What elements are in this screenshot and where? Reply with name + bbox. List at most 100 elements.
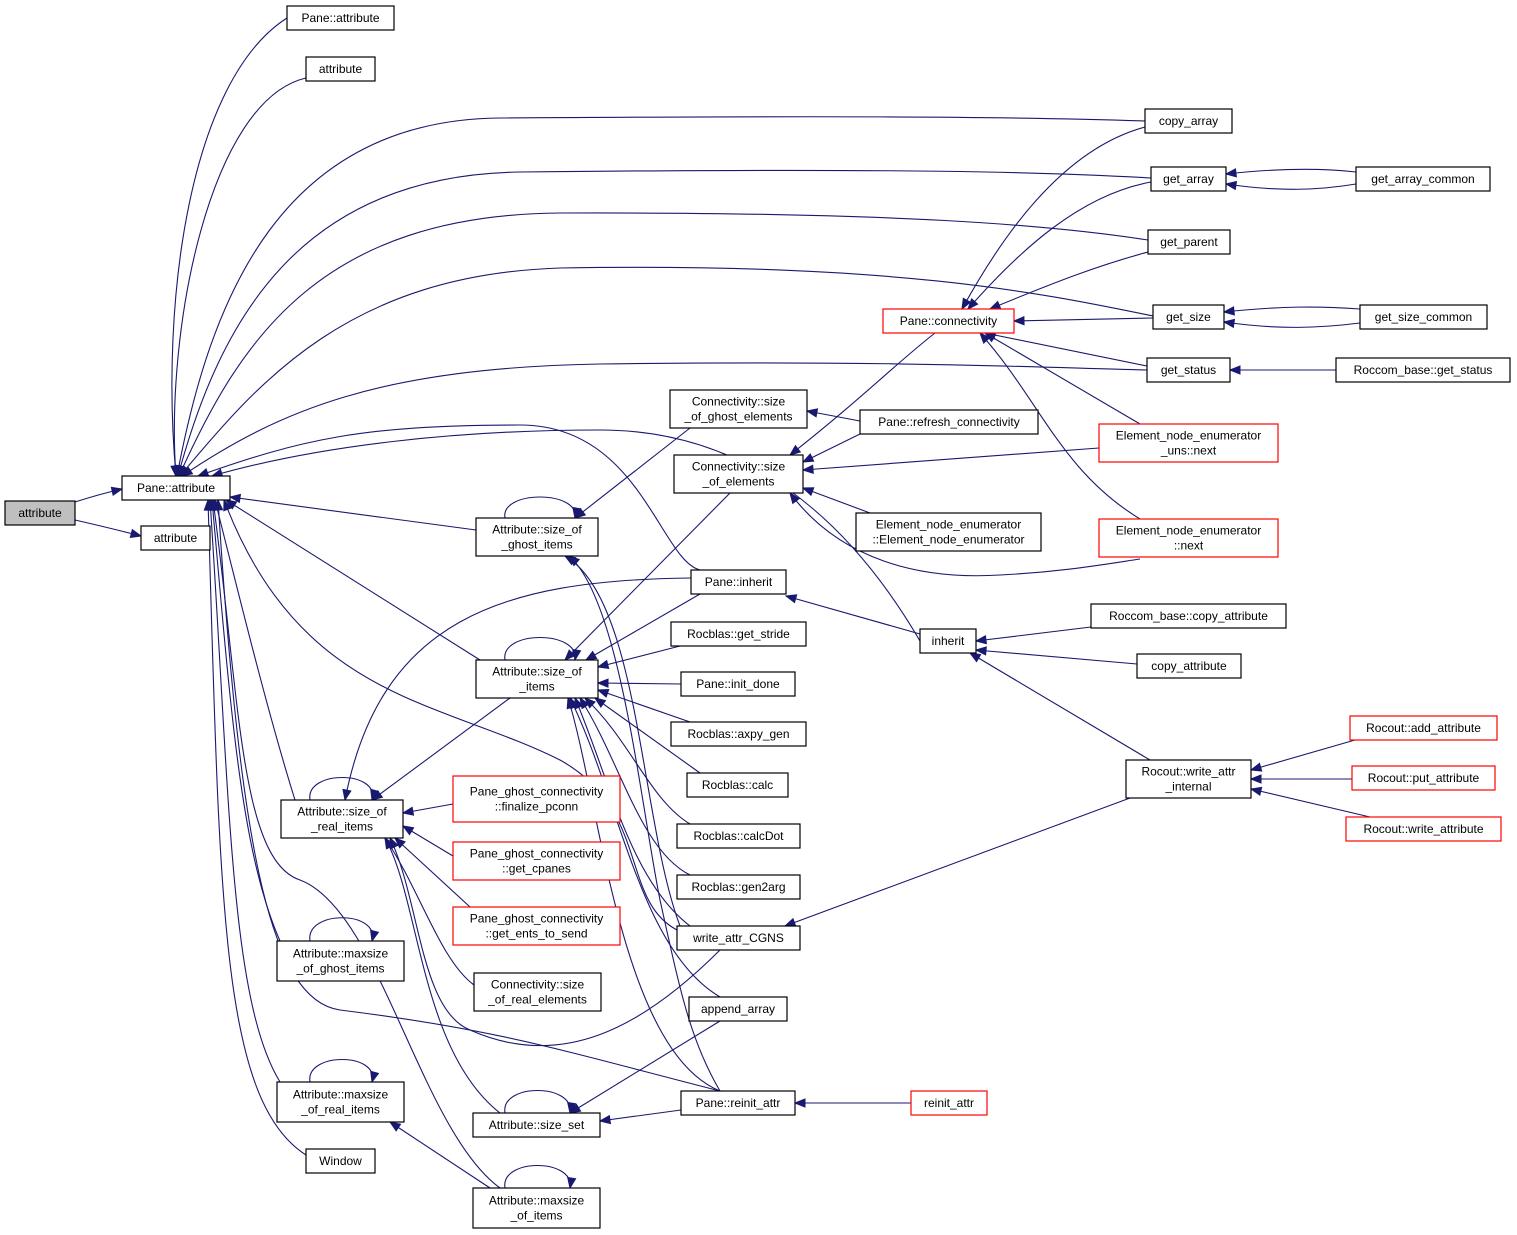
node-label: Attribute::size_set [489, 1118, 585, 1132]
node-inherit[interactable]: inherit [919, 628, 977, 654]
node-enum-next[interactable]: Element_node_enumerator::next [1098, 518, 1279, 558]
node-label: Attribute::maxsize [293, 1088, 389, 1102]
edge-write_attr_internal-to-write_cgns [783, 797, 1131, 927]
node-get-array[interactable]: get_array [1150, 166, 1227, 192]
edge-conn_elems-to-enum_next [789, 491, 1141, 577]
node-rocblas-calc[interactable]: Rocblas::calc [686, 772, 789, 798]
node-max-real[interactable]: Attribute::maxsize_of_real_items [276, 1081, 405, 1123]
node-put-attribute[interactable]: Rocout::put_attribute [1351, 765, 1496, 791]
node-label: Rocblas::get_stride [687, 627, 790, 641]
node-label: Rocblas::calc [702, 778, 773, 792]
node-attr-b[interactable]: attribute [140, 525, 211, 551]
node-get-size[interactable]: get_size [1152, 304, 1225, 330]
node-get-stride[interactable]: Rocblas::get_stride [670, 621, 807, 647]
node-pane-inherit[interactable]: Pane::inherit [690, 569, 787, 595]
node-box [305, 1148, 376, 1174]
node-pane-attr-top[interactable]: Pane::attribute [286, 5, 395, 31]
edge-line [785, 595, 921, 635]
edge-arrowhead [196, 468, 210, 477]
node-label: get_array_common [1371, 172, 1474, 186]
node-box [855, 512, 1042, 552]
node-label: Attribute::size_of [492, 665, 582, 679]
node-refresh-conn[interactable]: Pane::refresh_connectivity [859, 409, 1039, 435]
node-size-set[interactable]: Attribute::size_set [472, 1112, 601, 1138]
node-write-attribute[interactable]: Rocout::write_attribute [1345, 816, 1502, 842]
edge-attr_real_items-to-attr_real_items [309, 776, 380, 802]
edge-pane_connectivity-to-get_array [967, 181, 1152, 311]
edge-inherit-to-pane_attr_main [210, 429, 921, 642]
node-box [1349, 715, 1498, 741]
edge-max_real-to-max_items [388, 1121, 491, 1189]
node-reinit-pane[interactable]: Pane::reinit_attr [680, 1090, 796, 1116]
node-box [286, 5, 395, 31]
edge-arrowhead [783, 917, 797, 927]
node-window[interactable]: Window [305, 1148, 376, 1174]
node-add-attribute[interactable]: Rocout::add_attribute [1349, 715, 1498, 741]
edge-max_items-to-max_items [504, 1164, 577, 1190]
node-gen2arg[interactable]: Rocblas::gen2arg [676, 874, 801, 900]
edge-line [389, 837, 721, 1047]
node-get-array-common[interactable]: get_array_common [1355, 166, 1491, 192]
node-get-cpanes[interactable]: Pane_ghost_connectivity::get_cpanes [452, 841, 621, 881]
node-copy-attribute[interactable]: copy_attribute [1136, 653, 1242, 679]
node-roccom-get-status[interactable]: Roccom_base::get_status [1335, 357, 1511, 383]
node-label: get_size_common [1375, 310, 1472, 324]
edge-size_set-to-size_set [504, 1089, 577, 1115]
node-box [1098, 518, 1279, 558]
node-get-status[interactable]: get_status [1146, 357, 1231, 383]
node-enum-ctor[interactable]: Element_node_enumerator::Element_node_en… [855, 512, 1042, 552]
node-conn-real[interactable]: Connectivity::size_of_real_elements [473, 972, 602, 1012]
node-calcdot[interactable]: Rocblas::calcDot [676, 823, 801, 849]
edge-line [179, 266, 1154, 477]
node-enum-uns-next[interactable]: Element_node_enumerator_uns::next [1098, 423, 1279, 463]
node-label: append_array [701, 1002, 775, 1016]
edge-attr_b-to-focus [74, 519, 143, 538]
edge-line [594, 697, 701, 774]
node-copy-array[interactable]: copy_array [1144, 108, 1233, 134]
edge-get_size-to-pane_attr_main [179, 266, 1154, 478]
edge-line [1250, 739, 1356, 771]
node-reinit-attr[interactable]: reinit_attr [910, 1090, 988, 1116]
node-conn-elems[interactable]: Connectivity::size_of_elements [673, 454, 804, 494]
node-pane-connectivity[interactable]: Pane::connectivity [882, 308, 1015, 334]
edge-get_array-to-get_array_common [1224, 168, 1357, 178]
node-max-ghost[interactable]: Attribute::maxsize_of_ghost_items [276, 940, 405, 982]
node-label: _of_ghost_elements [683, 410, 792, 424]
node-write-cgns[interactable]: write_attr_CGNS [676, 925, 801, 951]
edge-line [217, 499, 721, 1092]
edge-line [178, 212, 1149, 477]
edge-line [979, 332, 1141, 520]
edge-arrowhead [596, 688, 610, 698]
node-attr-real-items[interactable]: Attribute::size_of_real_items [280, 799, 404, 839]
node-max-items[interactable]: Attribute::maxsize_of_items [472, 1187, 601, 1229]
node-attr-top[interactable]: attribute [305, 56, 376, 82]
node-label: Connectivity::size [692, 460, 786, 474]
node-label: Connectivity::size [692, 395, 786, 409]
node-focus[interactable]: attribute [4, 500, 76, 526]
node-axpy-gen[interactable]: Rocblas::axpy_gen [670, 721, 807, 747]
edge-line [223, 499, 678, 931]
node-box [1351, 765, 1496, 791]
node-conn-ghost[interactable]: Connectivity::size_of_ghost_elements [669, 389, 808, 429]
node-get-ents[interactable]: Pane_ghost_connectivity::get_ents_to_sen… [452, 906, 621, 946]
node-roccom-copy-attr[interactable]: Roccom_base::copy_attribute [1090, 603, 1287, 629]
node-attr-items[interactable]: Attribute::size_of_items [475, 659, 599, 699]
node-get-parent[interactable]: get_parent [1147, 229, 1231, 255]
node-attr-ghost-items[interactable]: Attribute::size_of_ghost_items [475, 517, 599, 557]
node-init-done[interactable]: Pane::init_done [680, 671, 796, 697]
node-finalize-pconn[interactable]: Pane_ghost_connectivity::finalize_pconn [452, 775, 621, 823]
node-append-array[interactable]: append_array [688, 996, 788, 1022]
node-box [676, 874, 801, 900]
edge-line [389, 1121, 491, 1189]
node-box [1335, 357, 1511, 383]
node-label: get_status [1161, 363, 1216, 377]
node-pane-attr-main[interactable]: Pane::attribute [121, 475, 231, 501]
node-get-size-common[interactable]: get_size_common [1359, 304, 1488, 330]
node-write-attr-internal[interactable]: Rocout::write_attr_internal [1125, 759, 1252, 799]
edge-inherit-to-copy_attribute [974, 646, 1138, 665]
node-label: Pane_ghost_connectivity [470, 785, 603, 799]
node-box [910, 1090, 988, 1116]
edge-line [1250, 788, 1371, 818]
edge-write_attr_internal-to-put_attribute [1249, 774, 1352, 784]
edge-arrowhead [801, 453, 815, 463]
